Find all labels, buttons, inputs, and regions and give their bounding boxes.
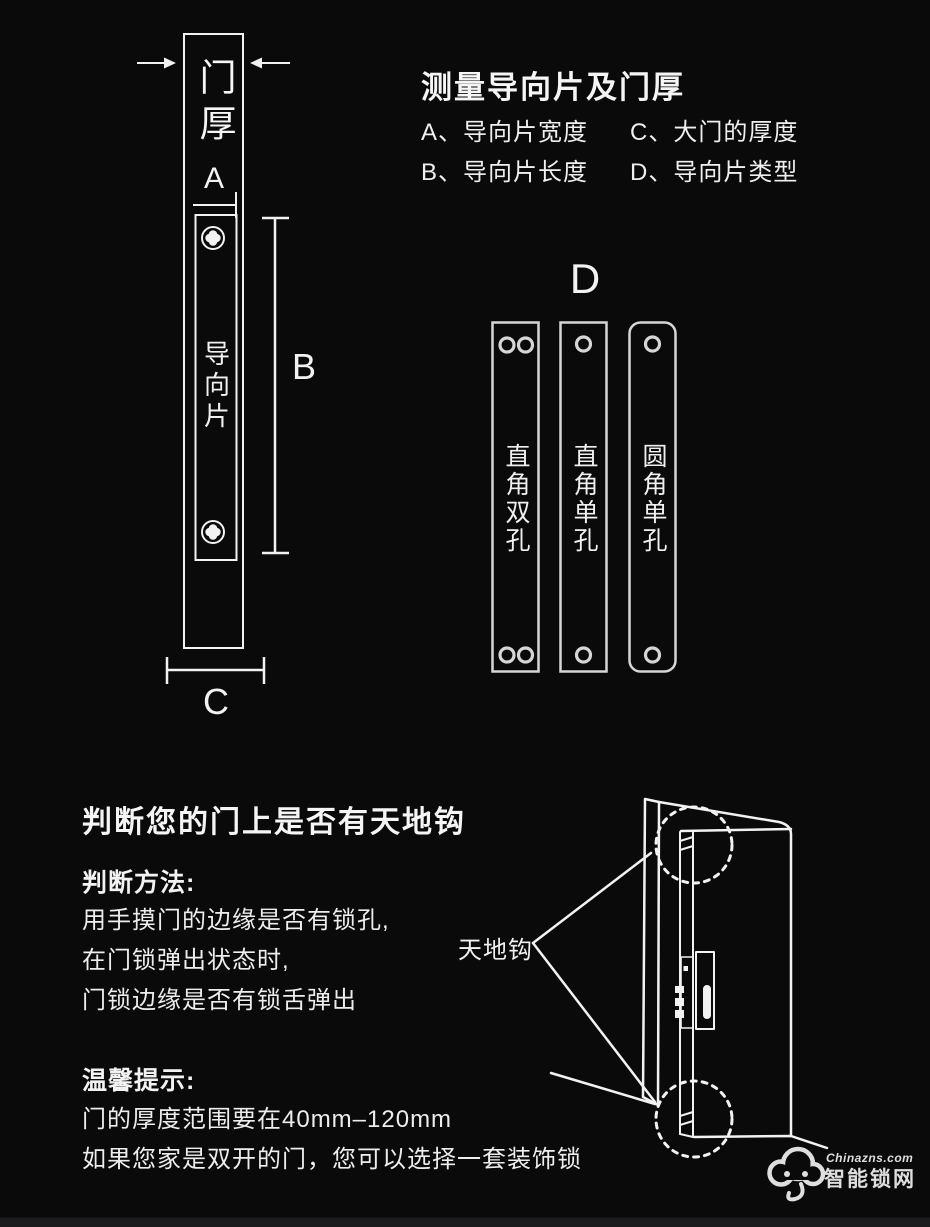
method-line: 在门锁弹出状态时, (82, 947, 290, 974)
hook-section-title: 判断您的门上是否有天地钩 (82, 806, 466, 839)
dimension-c-line (165, 657, 266, 684)
dashed-circle-top-hook (654, 805, 734, 885)
method-lines: 用手摸门的边缘是否有锁孔, 在门锁弹出状态时, 门锁边缘是否有锁舌弹出 (82, 901, 390, 1021)
lock-bolts (675, 986, 684, 1018)
hook-pointer-lines (531, 851, 657, 1104)
door-bottom-edge (692, 1134, 829, 1150)
dim-c-label: C (203, 681, 229, 722)
plate-name-round-single: 圆角单孔 (639, 443, 667, 555)
door-outline (183, 33, 244, 649)
plate-name-square-single: 直角单孔 (570, 443, 598, 555)
guide-plate-outline (194, 214, 238, 561)
method-heading: 判断方法: (82, 869, 196, 897)
tips-heading: 温馨提示: (82, 1067, 196, 1095)
door-edge-strip (679, 830, 694, 1138)
door-thickness-label: 门厚 (194, 58, 235, 150)
plate-square-single-hole (559, 321, 608, 673)
dim-b-label: B (291, 346, 317, 387)
tips-line: 如果您家是双开的门，您可以选择一套装饰锁 (82, 1146, 582, 1173)
hook-label: 天地钩 (458, 937, 533, 964)
arrow-right-icon (137, 57, 176, 69)
legend-item-a: A、导向片宽度 (421, 119, 589, 146)
method-line: 门锁边缘是否有锁舌弹出 (82, 987, 357, 1014)
dimension-a-line (193, 192, 237, 218)
plate-name-square-double: 直角双孔 (502, 443, 530, 555)
watermark-site: Chinazns.com (826, 1151, 914, 1165)
watermark-name: 智能锁网 (824, 1168, 916, 1191)
plate-type-diagrams (491, 321, 677, 673)
tips-lines: 门的厚度范围要在40mm–120mm 如果您家是双开的门，您可以选择一套装饰锁 (82, 1100, 582, 1180)
dashed-circle-bottom-hook (654, 1079, 734, 1159)
legend-item-d: D、导向片类型 (630, 159, 799, 186)
plate-square-double-hole (491, 321, 540, 673)
arrow-left-icon (250, 57, 290, 69)
plate-type-group-label: D (569, 255, 601, 302)
watermark-cloud-icon (767, 1146, 826, 1202)
door-jamb (641, 797, 661, 1107)
guide-plate-label: 导向片 (200, 340, 231, 433)
floor-line (549, 1071, 657, 1106)
door-3d-diagram (531, 797, 829, 1159)
door-thickness-diagram (137, 33, 290, 684)
screw-icon (201, 226, 225, 250)
door-face-top (679, 827, 793, 833)
legend-item-b: B、导向片长度 (421, 159, 589, 186)
lock-body (695, 951, 715, 1030)
method-line: 用手摸门的边缘是否有锁孔, (82, 907, 390, 934)
door-top-rail (657, 800, 793, 1138)
dimension-b-line (262, 216, 289, 555)
measure-section-title: 测量导向片及门厚 (421, 70, 685, 105)
page-bottom-divider (0, 1217, 930, 1227)
legend-item-c: C、大门的厚度 (630, 119, 799, 146)
tips-line: 门的厚度范围要在40mm–120mm (82, 1106, 453, 1133)
screw-icon (201, 520, 225, 544)
plate-round-single-hole (628, 321, 677, 673)
dim-a-label: A (203, 162, 225, 195)
